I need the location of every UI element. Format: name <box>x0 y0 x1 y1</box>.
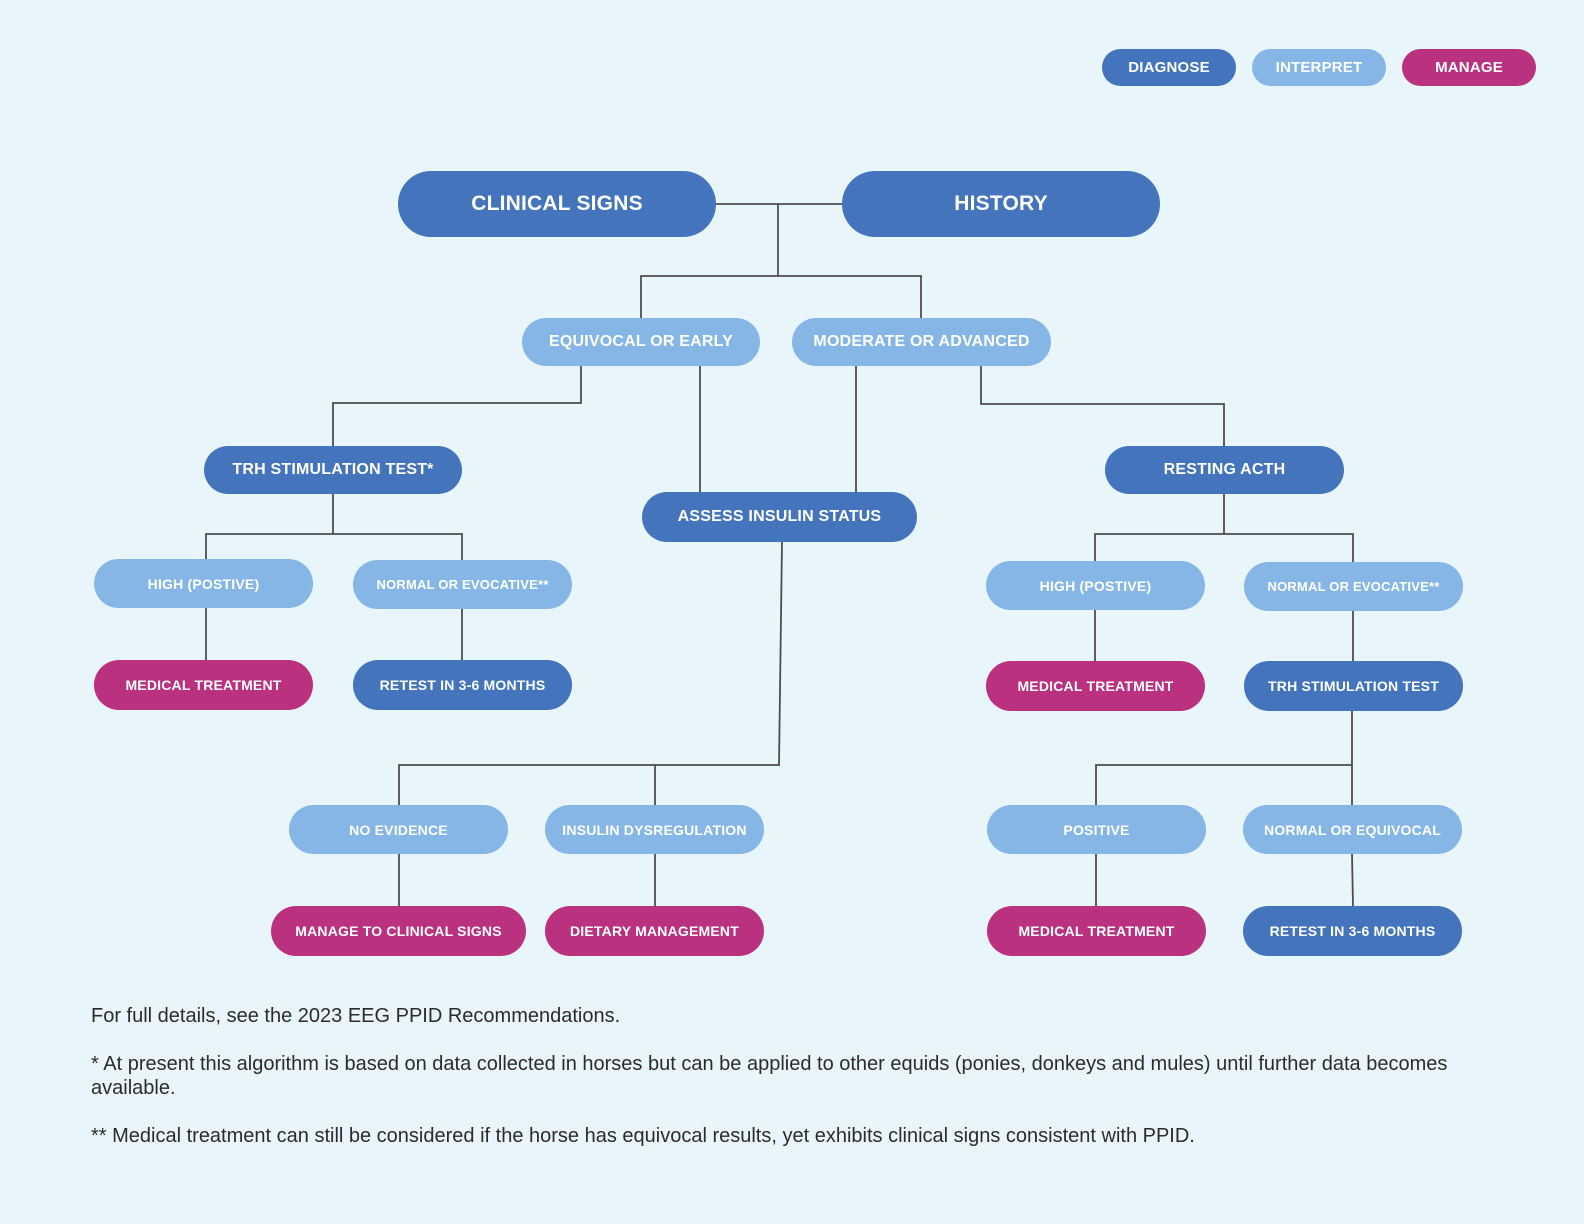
node-right-medical-treatment: MEDICAL TREATMENT <box>986 661 1205 711</box>
node-left-high-positive: HIGH (POSTIVE) <box>94 559 313 608</box>
legend-manage: MANAGE <box>1402 49 1536 86</box>
node-insulin-dysregulation: INSULIN DYSREGULATION <box>545 805 764 854</box>
node-left-medical-treatment: MEDICAL TREATMENT <box>94 660 313 710</box>
node-right-high-positive: HIGH (POSTIVE) <box>986 561 1205 610</box>
node-manage-to-clinical-signs: MANAGE TO CLINICAL SIGNS <box>271 906 526 956</box>
note-footnote-2: ** Medical treatment can still be consid… <box>91 1125 1195 1147</box>
node-left-normal-or-evocative: NORMAL OR EVOCATIVE** <box>353 560 572 609</box>
node-right-trh-stimulation-test: TRH STIMULATION TEST <box>1244 661 1463 711</box>
legend-diagnose: DIAGNOSE <box>1102 49 1236 86</box>
node-assess-insulin-status: ASSESS INSULIN STATUS <box>642 492 917 542</box>
node-resting-acth: RESTING ACTH <box>1105 446 1344 494</box>
node-moderate-or-advanced: MODERATE OR ADVANCED <box>792 318 1051 366</box>
node-right-normal-or-evocative: NORMAL OR EVOCATIVE** <box>1244 562 1463 611</box>
connector-equivocal-retest <box>1351 853 1354 907</box>
node-normal-or-equivocal: NORMAL OR EQUIVOCAL <box>1243 805 1462 854</box>
node-no-evidence: NO EVIDENCE <box>289 805 508 854</box>
node-history: HISTORY <box>842 171 1160 237</box>
connector-trh-results <box>205 494 463 560</box>
node-trh-stimulation-test-star: TRH STIMULATION TEST* <box>204 446 462 494</box>
connector-equivocal-trh <box>332 366 582 446</box>
node-positive: POSITIVE <box>987 805 1206 854</box>
node-bottom-retest: RETEST IN 3-6 MONTHS <box>1243 906 1462 956</box>
note-footnote-1: * At present this algorithm is based on … <box>91 1053 1448 1099</box>
node-equivocal-or-early: EQUIVOCAL OR EARLY <box>522 318 760 366</box>
node-dietary-management: DIETARY MANAGEMENT <box>545 906 764 956</box>
connector-acth-results <box>1094 494 1354 562</box>
connector-root-split <box>640 204 922 318</box>
legend-interpret: INTERPRET <box>1252 49 1386 86</box>
footnotes: For full details, see the 2023 EEG PPID … <box>91 1004 1491 1172</box>
node-left-retest: RETEST IN 3-6 MONTHS <box>353 660 572 710</box>
node-clinical-signs: CLINICAL SIGNS <box>398 171 716 237</box>
connector-insulin-results <box>398 541 783 805</box>
connector-moderate-acth <box>980 366 1225 446</box>
connector-trh-test-results <box>1095 710 1353 805</box>
node-bottom-medical-treatment: MEDICAL TREATMENT <box>987 906 1206 956</box>
note-full-details: For full details, see the 2023 EEG PPID … <box>91 1005 621 1027</box>
